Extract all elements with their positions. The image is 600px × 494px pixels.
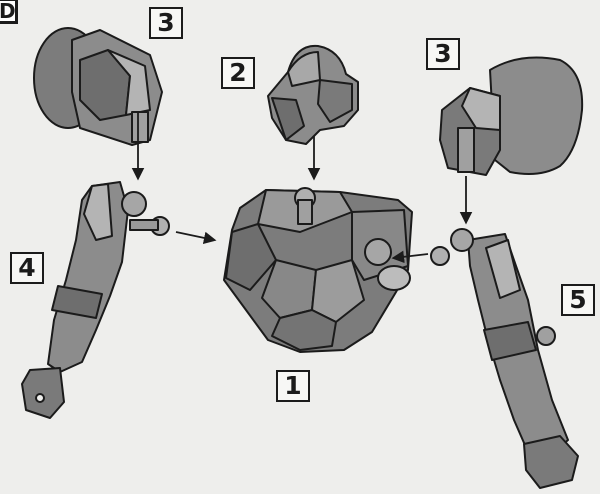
label-head: 2 — [221, 57, 255, 89]
label-shoulder-left: 3 — [149, 7, 183, 39]
shoulder-armor-right — [440, 58, 582, 175]
arm-right — [431, 229, 578, 488]
label-shoulder-right: 3 — [426, 38, 460, 70]
label-arm-left: 4 — [10, 252, 44, 284]
arrow-arm-left-to-torso — [176, 232, 214, 240]
head-part — [268, 46, 358, 144]
label-torso: 1 — [276, 370, 310, 402]
arm-left — [22, 182, 169, 418]
torso-part — [224, 188, 412, 352]
label-arm-right: 5 — [561, 284, 595, 316]
shoulder-armor-left — [34, 28, 162, 145]
